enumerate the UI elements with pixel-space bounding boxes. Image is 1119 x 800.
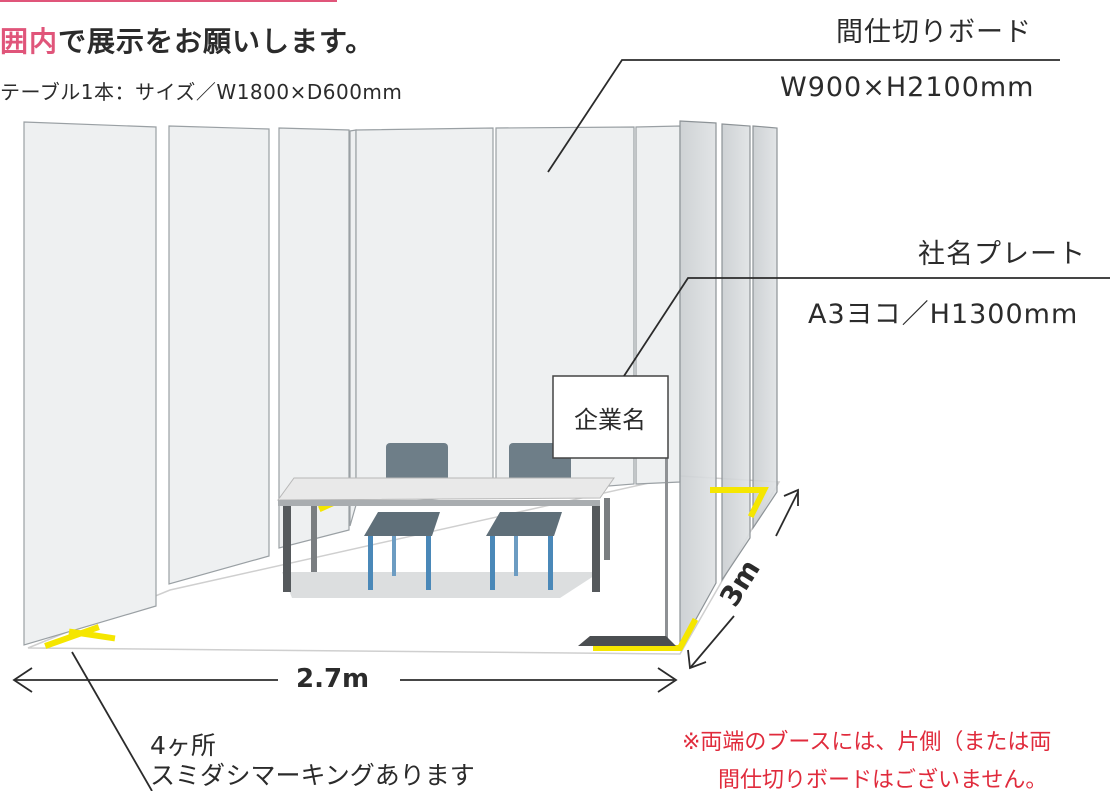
table-leg [592,506,600,592]
partition-leader [547,59,1060,173]
partition-panel [349,129,357,527]
arrow-head-left [12,667,33,693]
right-wall [679,120,778,651]
note-line-2: 間仕切りボードはございません。 [718,768,1048,793]
corner-marking [44,624,100,649]
depth-line-lower [689,615,735,669]
chair-leg [426,536,431,590]
leader-lines [71,59,1110,791]
table-spec: テーブル1本：サイズ／W1800×D600mm [0,80,403,104]
chair-leg [490,536,495,590]
partition-panel [721,123,751,582]
table-top [277,477,615,501]
partition-size: W900×H2100mm [780,72,1035,103]
nameplate-sign-text: 企業名 [574,406,646,434]
corner-marking [68,628,116,642]
heading-accent: 囲内 [0,25,59,58]
chair-seats [364,512,562,590]
arrow-head-upper [783,488,799,506]
left-wall [23,121,350,646]
heading-underline [0,0,337,2]
marking-leader [71,651,153,791]
heading: 囲内で展示をお願いします。 [0,20,374,60]
table-leg [283,506,291,592]
width-label: 2.7m [296,664,370,694]
nameplate-pole [665,450,668,638]
chair-leg [368,536,373,590]
chair-leg [548,536,553,590]
arrow-head-right [657,667,678,693]
nameplate-base [578,636,676,646]
table-edge [278,500,600,506]
partition-title: 間仕切りボード [836,17,1032,48]
corner-marking [710,487,769,519]
table [277,477,615,592]
nameplate-leader [623,277,1110,377]
nameplate-size: A3ヨコ／H1300mm [808,299,1079,330]
table-shadow [282,572,600,598]
marking-text: スミダシマーキングあります [150,761,475,790]
table-leg [604,498,610,560]
partition-panel [168,125,270,585]
chair-leg [392,536,396,576]
width-dimension [12,667,678,693]
marking-count: 4ヶ所 [150,731,216,760]
partition-panel [23,121,157,646]
partition-panel [752,125,778,530]
chair-seat [364,512,440,536]
depth-line-upper [775,491,799,537]
chair-seat [486,512,562,536]
partition-panel [278,127,350,549]
depth-dimension [687,488,799,670]
heading-rest: で展示をお願いします。 [58,25,375,58]
chair-leg [514,536,518,576]
corner-marking [593,617,699,651]
partition-panel [679,120,717,651]
nameplate-stand: 企業名 [552,375,676,646]
table-leg [311,506,317,572]
arrow-head-lower [687,649,707,670]
nameplate-title: 社名プレート [918,239,1086,270]
note-line-1: ※両端のブースには、片側（または両 [682,730,1052,755]
nameplate-board [552,375,669,459]
